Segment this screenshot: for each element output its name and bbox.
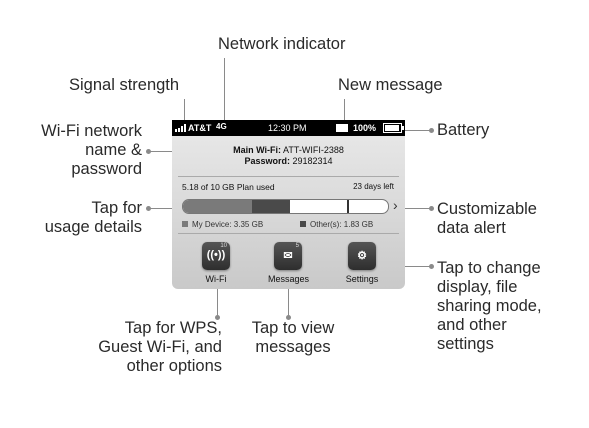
app-messages-glyph: ✉ bbox=[283, 250, 293, 262]
usage-bar-my-device bbox=[183, 200, 252, 213]
envelope-icon[interactable]: 5 ✉ bbox=[274, 242, 302, 270]
callout-settings-line5: settings bbox=[437, 335, 494, 353]
dot-usage bbox=[146, 206, 151, 211]
divider bbox=[178, 176, 399, 177]
callout-settings-line1: Tap to change bbox=[437, 259, 541, 277]
callout-new-message: New message bbox=[338, 76, 443, 94]
clock: 12:30 PM bbox=[268, 123, 307, 133]
callout-messages-line2: messages bbox=[255, 338, 331, 356]
plan-used-text: 5.18 of 10 GB Plan used bbox=[182, 182, 275, 192]
callout-wifi-app-line1: Tap for WPS, bbox=[124, 319, 222, 337]
leader-alert bbox=[400, 208, 431, 209]
leader-settings bbox=[396, 266, 431, 267]
dot-settings bbox=[429, 264, 434, 269]
callout-wifi-line3: password bbox=[71, 160, 142, 178]
callout-usage-line2: usage details bbox=[44, 218, 142, 236]
app-settings[interactable]: ⚙ Settings bbox=[342, 242, 382, 284]
divider bbox=[178, 233, 399, 234]
dot-alert bbox=[429, 206, 434, 211]
app-messages-count: 5 bbox=[295, 243, 299, 249]
app-wifi-label: Wi-Fi bbox=[205, 274, 227, 284]
dot-messages bbox=[286, 315, 291, 320]
usage-bar-others bbox=[252, 200, 290, 213]
legend-others-value: 1.83 GB bbox=[343, 220, 374, 229]
dot-wifi-app bbox=[215, 315, 220, 320]
network-indicator: 4G bbox=[216, 122, 227, 131]
app-wifi[interactable]: 10 ((•)) Wi-Fi bbox=[196, 242, 236, 284]
callout-network-indicator: Network indicator bbox=[218, 35, 346, 53]
leader-message bbox=[344, 99, 345, 122]
wifi-password-label: Password: bbox=[244, 156, 290, 166]
legend-swatch-others bbox=[300, 221, 306, 227]
callout-alert-line2: data alert bbox=[437, 219, 506, 237]
usage-summary[interactable]: 5.18 of 10 GB Plan used 23 days left bbox=[182, 182, 394, 192]
envelope-icon[interactable] bbox=[336, 124, 348, 132]
wifi-broadcast-icon[interactable]: 10 ((•)) bbox=[202, 242, 230, 270]
callout-data-alert: Customizable data alert bbox=[437, 200, 537, 238]
callout-messages-line1: Tap to view bbox=[251, 319, 335, 337]
leader-wifi-app bbox=[217, 279, 218, 317]
callout-settings-line4: and other bbox=[437, 316, 507, 334]
callout-alert-line1: Customizable bbox=[437, 200, 537, 218]
wifi-info: Main Wi-Fi: ATT-WIFI-2388 Password: 2918… bbox=[172, 145, 405, 167]
device-screen: AT&T 4G 12:30 PM 100% Main Wi-Fi: ATT-WI… bbox=[172, 120, 405, 289]
app-settings-glyph: ⚙ bbox=[357, 250, 367, 262]
callout-settings-line2: display, file bbox=[437, 278, 518, 296]
battery-icon bbox=[383, 123, 404, 133]
leader-network bbox=[224, 58, 225, 120]
callout-wifi-app-line3: other options bbox=[126, 357, 222, 375]
callout-signal-strength: Signal strength bbox=[69, 76, 180, 94]
callout-wifi-app-line2: Guest Wi-Fi, and bbox=[98, 338, 222, 356]
battery-percent: 100% bbox=[353, 123, 377, 133]
leader-messages bbox=[288, 279, 289, 317]
gears-icon[interactable]: ⚙ bbox=[348, 242, 376, 270]
dot-wifi bbox=[146, 149, 151, 154]
legend-my-device-value: 3.35 GB bbox=[233, 220, 264, 229]
app-messages-label: Messages bbox=[268, 274, 310, 284]
leader-battery bbox=[404, 130, 431, 131]
app-wifi-glyph: ((•)) bbox=[206, 249, 226, 261]
usage-legend: My Device: 3.35 GB Other(s): 1.83 GB bbox=[182, 220, 397, 229]
callout-wifi-line2: name & bbox=[85, 141, 142, 159]
legend-swatch-my-device bbox=[182, 221, 188, 227]
callout-wifi-app: Tap for WPS, Guest Wi-Fi, and other opti… bbox=[60, 319, 222, 376]
app-wifi-count: 10 bbox=[220, 243, 227, 249]
callout-messages: Tap to view messages bbox=[238, 319, 348, 357]
legend-others: Other(s): 1.83 GB bbox=[300, 220, 373, 229]
callout-battery: Battery bbox=[437, 121, 490, 139]
dot-battery bbox=[429, 128, 434, 133]
usage-bar[interactable] bbox=[182, 199, 389, 214]
leader-signal bbox=[184, 99, 185, 122]
callout-usage-line1: Tap for bbox=[91, 199, 142, 217]
legend-my-device: My Device: 3.35 GB bbox=[182, 220, 263, 229]
wifi-name-value: ATT-WIFI-2388 bbox=[283, 145, 344, 155]
app-messages[interactable]: 5 ✉ Messages bbox=[268, 242, 310, 284]
callout-settings-line3: sharing mode, bbox=[437, 297, 542, 315]
wifi-name-label: Main Wi-Fi: bbox=[233, 145, 282, 155]
callout-wifi-network: Wi-Fi network name & password bbox=[0, 122, 142, 179]
days-left: 23 days left bbox=[353, 182, 394, 191]
callout-wifi-line1: Wi-Fi network bbox=[41, 122, 142, 140]
wifi-password-value: 29182314 bbox=[292, 156, 333, 166]
chevron-right-icon[interactable]: › bbox=[393, 197, 398, 213]
legend-my-device-label: My Device: bbox=[192, 220, 232, 229]
app-settings-label: Settings bbox=[345, 274, 379, 284]
legend-others-label: Other(s): bbox=[310, 220, 342, 229]
callout-settings: Tap to change display, file sharing mode… bbox=[437, 259, 542, 354]
callout-usage-details: Tap for usage details bbox=[0, 199, 142, 237]
data-alert-marker[interactable] bbox=[347, 200, 349, 213]
status-bar: AT&T 4G 12:30 PM 100% bbox=[172, 120, 405, 136]
carrier-name: AT&T bbox=[188, 123, 212, 133]
leader-usage bbox=[148, 208, 182, 209]
